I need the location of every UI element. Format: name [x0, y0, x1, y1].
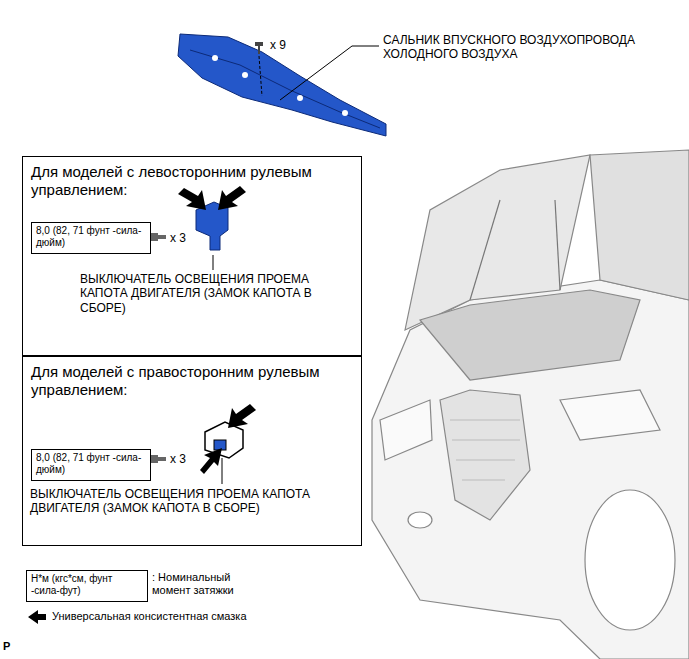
grease-arrow	[200, 448, 222, 474]
quantity-label: x 3	[170, 231, 186, 245]
box-heading: Для моделей с левосторонним рулевым упра…	[31, 163, 353, 199]
leader-line	[280, 46, 352, 100]
panel-hole	[342, 110, 348, 116]
torque-value: 8,0 (82, 71 фунт -сила-дюйм)	[36, 225, 146, 249]
leader-line	[352, 46, 379, 47]
grease-arrow	[228, 404, 256, 428]
legend-text: : Номинальный момент затяжки	[152, 571, 262, 597]
panel-edge	[190, 50, 380, 128]
figure-code: P	[3, 640, 10, 653]
part-label: САЛЬНИК ВПУСКНОГО ВОЗДУХОПРОВОДА ХОЛОДНО…	[383, 33, 683, 62]
part-label: ВЫКЛЮЧАТЕЛЬ ОСВЕЩЕНИЯ ПРОЕМА КАПОТА ДВИГ…	[30, 487, 330, 516]
grease-arrow-sample	[28, 610, 46, 624]
quantity-label: x 9	[270, 38, 286, 52]
grease-arrow	[218, 186, 246, 210]
legend-torque-box: Н*м (кгс*см, фунт -сила-фут)	[26, 570, 148, 602]
torque-box: 8,0 (82, 71 фунт -сила-дюйм)	[31, 222, 151, 254]
grease-arrow	[178, 188, 206, 210]
model-box: Для моделей с левосторонним рулевым упра…	[22, 156, 362, 356]
torque-box: 8,0 (82, 71 фунт -сила-дюйм)	[31, 449, 151, 481]
legend-text: Универсальная консистентная смазка	[52, 610, 247, 623]
bolt-symbol	[150, 233, 166, 241]
car-illustration	[372, 150, 689, 659]
lock-switch	[214, 440, 226, 450]
hood-lock	[196, 202, 228, 250]
leader-line	[259, 56, 262, 96]
panel-hole	[212, 55, 218, 61]
clip-symbol	[255, 42, 263, 54]
leader-line	[213, 255, 214, 270]
torque-value: 8,0 (82, 71 фунт -сила-дюйм)	[36, 452, 146, 476]
grille-lines	[450, 420, 520, 480]
bolt-symbol	[150, 455, 166, 463]
model-box: Для моделей с правосторонним рулевым упр…	[22, 356, 362, 546]
part-label: ВЫКЛЮЧАТЕЛЬ ОСВЕЩЕНИЯ ПРОЕМА КАПОТА ДВИГ…	[80, 272, 320, 315]
torque-value: Н*м (кгс*см, фунт -сила-фут)	[31, 573, 143, 597]
panel-hole	[242, 72, 248, 78]
box-heading: Для моделей с правосторонним рулевым упр…	[31, 363, 353, 399]
seal-panel	[178, 34, 386, 136]
quantity-label: x 3	[170, 452, 186, 466]
leader-line	[222, 458, 223, 484]
panel-hole	[297, 95, 303, 101]
